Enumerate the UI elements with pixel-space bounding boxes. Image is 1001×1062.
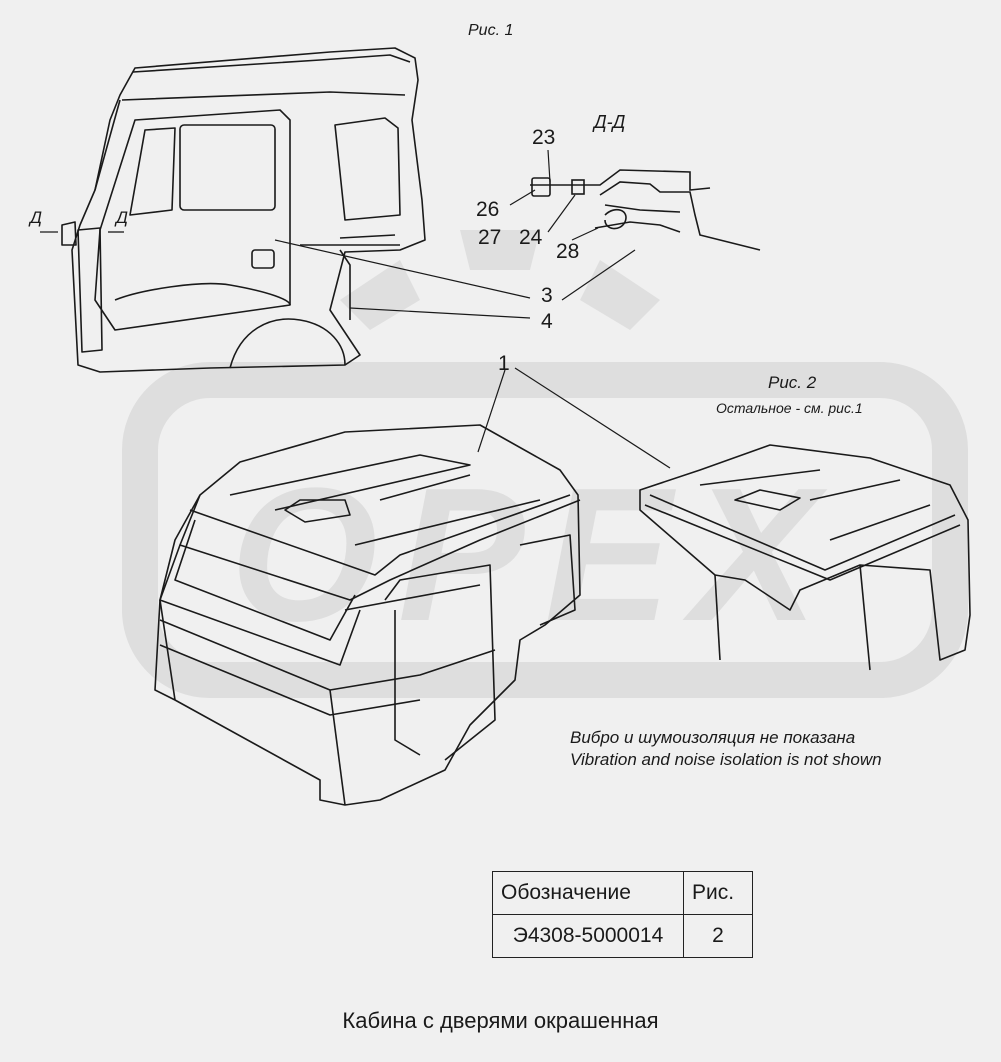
header-designation: Обозначение — [492, 871, 684, 915]
table-row: Э4308-5000014 2 — [492, 914, 753, 958]
callout-28: 28 — [556, 240, 580, 263]
callout-26: 26 — [476, 198, 500, 221]
spec-table: Обозначение Рис. Э4308-5000014 2 — [492, 871, 753, 958]
cell-fig: 2 — [683, 914, 753, 958]
cab-isometric-view — [154, 424, 581, 806]
section-label: Д-Д — [594, 112, 626, 132]
header-fig: Рис. — [683, 871, 753, 915]
section-detail — [530, 169, 761, 251]
section-mark-left: Д — [30, 208, 42, 227]
page-caption: Кабина с дверями окрашенная — [342, 1008, 659, 1033]
cab-side-view — [61, 47, 426, 373]
callout-4: 4 — [541, 310, 553, 333]
callout-27: 27 — [478, 226, 502, 249]
callout-23: 23 — [532, 126, 556, 149]
figure-2-label: Рис. 2 — [768, 373, 817, 392]
table-row: Обозначение Рис. — [492, 871, 753, 915]
figure-1-label: Рис. 1 — [468, 22, 514, 39]
isolation-note-en: Vibration and noise isolation is not sho… — [570, 750, 882, 769]
figure-2-note: Остальное - см. рис.1 — [716, 400, 863, 416]
callout-3: 3 — [541, 284, 553, 307]
roof-view — [639, 444, 971, 671]
callout-24: 24 — [519, 226, 543, 249]
callout-1: 1 — [498, 352, 510, 375]
section-mark-right: Д — [116, 208, 128, 227]
cell-designation: Э4308-5000014 — [492, 914, 684, 958]
isolation-note-ru: Вибро и шумоизоляция не показана — [570, 728, 856, 747]
watermark-text: OPEX — [230, 449, 838, 661]
leader-lines — [274, 149, 671, 469]
